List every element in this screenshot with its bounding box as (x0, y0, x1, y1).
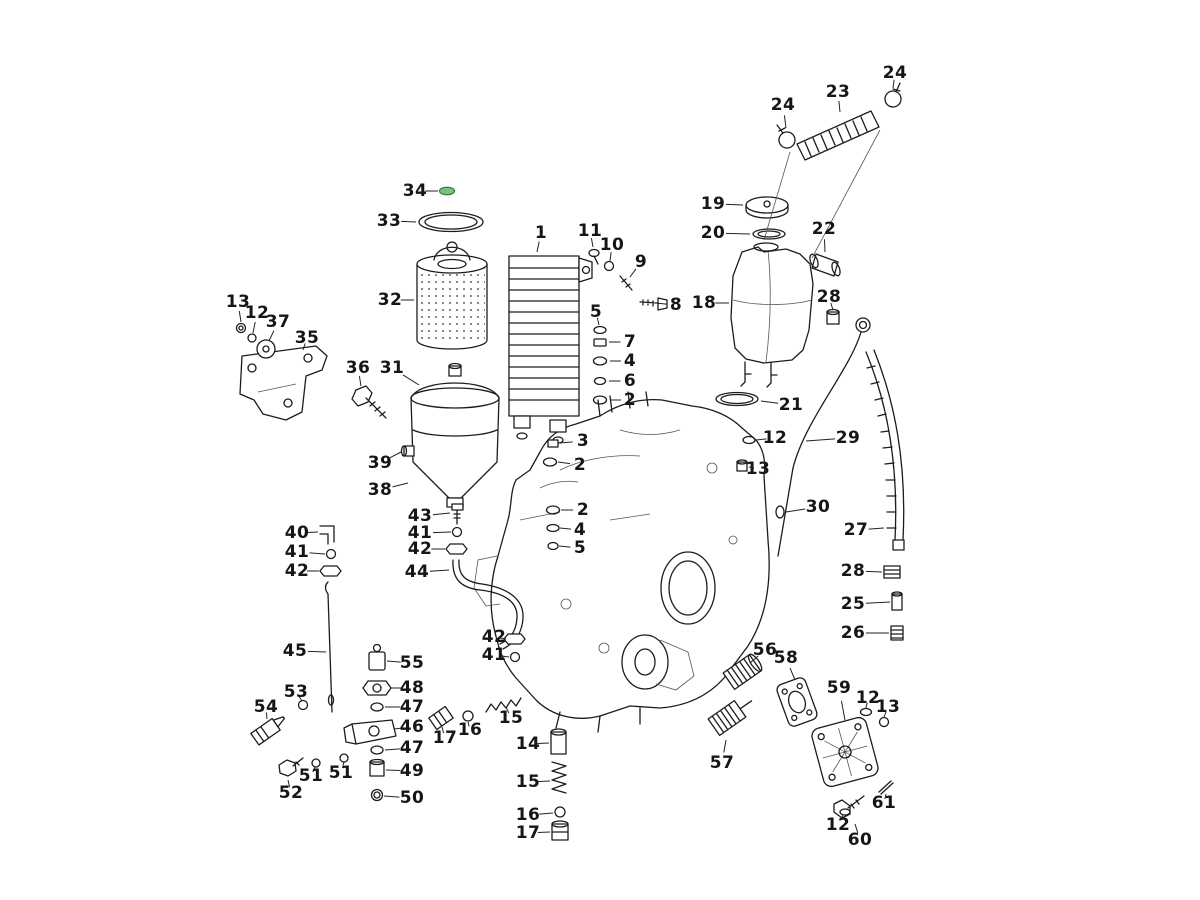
nut-48 (362, 680, 392, 696)
plug-26 (890, 625, 904, 641)
rod-45 (324, 581, 335, 713)
ring-16b (554, 806, 566, 818)
nut-42c (503, 633, 526, 645)
cooler-mount-hardware (588, 248, 668, 311)
seal-20 (752, 228, 786, 240)
ring-51b (339, 753, 349, 763)
gasket-58 (776, 677, 818, 727)
clamp-24-left (776, 124, 796, 149)
oil-cooler (508, 255, 593, 444)
cooler-seal-stack (592, 325, 608, 405)
bracket-35 (239, 345, 328, 421)
fitting-49 (369, 758, 385, 777)
switch-55 (368, 643, 386, 671)
nut-13-cover (878, 716, 890, 728)
ring-41c (509, 651, 521, 663)
nut-42b (445, 543, 468, 555)
ring-53 (297, 699, 309, 711)
hose-27 (865, 349, 905, 551)
washer-12-tank (742, 435, 756, 445)
fitting-25 (891, 591, 903, 611)
clamp-24-right (884, 82, 902, 108)
nut-42a (319, 565, 342, 577)
pump-gear-57 (707, 699, 753, 737)
hose-23 (796, 110, 880, 161)
bolt-43 (451, 503, 464, 525)
union-46 (343, 719, 397, 745)
gasket-21 (715, 391, 759, 407)
ring-41b (451, 526, 463, 538)
ring-30 (775, 505, 785, 519)
plug-52 (278, 757, 304, 777)
assembly-axis-lines (763, 129, 881, 259)
bolt-36 (351, 385, 387, 419)
oil-filter-canister (400, 362, 500, 508)
pump-gear-56 (722, 653, 763, 691)
washer-47b (370, 745, 384, 755)
oil-tank (730, 242, 814, 388)
filter-gasket-set (418, 186, 484, 233)
washers-13-12-37 (235, 322, 276, 359)
fitting-28-top (826, 308, 840, 325)
ring-41a (325, 548, 337, 560)
dipstick-29 (777, 317, 871, 557)
tank-cap-19 (745, 196, 789, 219)
plug-17b (551, 820, 569, 841)
washer-12-cover (859, 707, 873, 717)
engine-crankcase (473, 391, 770, 733)
fitting-28-bottom (883, 565, 901, 579)
bolt-60 (833, 795, 865, 819)
sensor-54 (250, 716, 286, 746)
elbow-40 (319, 525, 335, 545)
ring-51a (311, 758, 321, 768)
gasket-33 (418, 211, 484, 233)
plug-17a (428, 705, 454, 731)
nut-13-tank (736, 459, 748, 472)
washer-12-bolt (839, 808, 851, 816)
spring-15a (485, 697, 522, 713)
washer-47a (370, 702, 384, 712)
hose-22 (809, 253, 841, 277)
leader-lines (238, 79, 895, 833)
ring-50 (370, 788, 384, 802)
pin-61 (878, 780, 894, 795)
piston-14 (550, 728, 567, 755)
cover-59 (811, 716, 879, 788)
cooler-base-hardware (542, 439, 561, 551)
ring-16a (462, 710, 474, 722)
oil-filter-element (416, 241, 488, 350)
seal-34 (438, 186, 456, 196)
spring-15b (551, 761, 567, 794)
